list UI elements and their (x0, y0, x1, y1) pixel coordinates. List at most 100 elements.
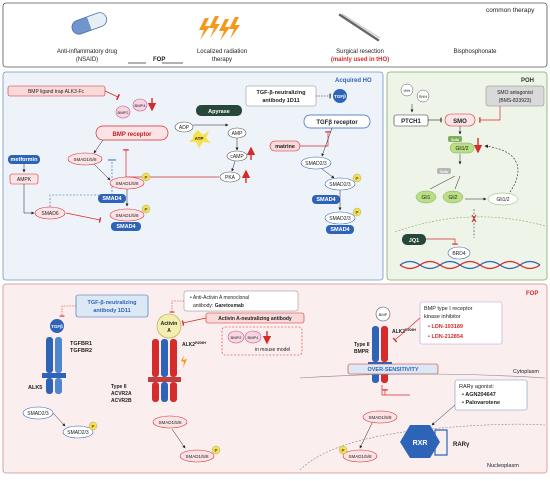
alk5-label: ALK5 (28, 385, 42, 391)
bmp-receptor (95, 125, 169, 141)
fop-p-text-3: P (341, 448, 344, 453)
rar-inhibit-line (381, 385, 410, 396)
shh-ligand (416, 89, 430, 103)
smad6-inhibit (65, 212, 102, 223)
fop-tgfb-text: TGFβ (51, 324, 63, 329)
gli1-text: Gli1 (422, 195, 431, 201)
dna-strand-1 (399, 260, 541, 270)
fop-smad158-text-3: SMAD1/5/8 (368, 415, 392, 420)
rarg-bracket (434, 429, 448, 456)
smo-antagonist-line1: SMO antagonist (497, 90, 533, 96)
smad158-text-2: SMAD1/5/8 (115, 181, 139, 186)
trap-inhibit (104, 90, 121, 101)
brd4-text: BRD4 (452, 251, 466, 257)
block-x (471, 214, 477, 223)
amp-text: AMP (232, 131, 244, 137)
fop-bmp2-text: BMP2 (231, 335, 243, 340)
gli12-text-1: Gli1/2 (455, 146, 468, 152)
p-text-2: P (144, 207, 147, 212)
fop-smad158-text-1: SMAD1/5/8 (158, 420, 182, 425)
ihh-text: IHH (404, 88, 411, 93)
fop-bmp-ligand (375, 306, 391, 322)
apyrase-box (196, 105, 242, 116)
atp-burst (189, 130, 211, 148)
poh-title: POH (521, 78, 534, 84)
fop-smad158-4 (342, 449, 378, 463)
tgfb-smad-arrow (321, 127, 333, 157)
camp-node (226, 150, 248, 162)
fop-smad158-3 (362, 410, 398, 424)
gli12-text-2: Gli1/2 (496, 197, 509, 203)
smad23-node-top-3 (324, 211, 356, 225)
ldn1-label: • LDN-193189 (428, 324, 463, 330)
type2-bmpr-line2: BMPR (354, 349, 369, 355)
palo-label: • Palovarotene (462, 400, 500, 406)
fop-smad23-text-2: SMAD2/3 (67, 430, 89, 436)
tgfb-ab-line2: antibody 1D11 (262, 98, 299, 104)
fop-smad23-2 (62, 425, 94, 439)
activin-mab-inhibit (169, 300, 184, 313)
mouse-model-box (221, 326, 303, 356)
fop-type2-line1: Type II (111, 384, 127, 390)
adp-node (174, 121, 194, 133)
nsaid-line-1: Anti-inflammatory drug (57, 49, 117, 55)
radiation-label-1: Localized radiation (197, 49, 247, 55)
p-text-4: P (355, 210, 358, 215)
ldn-inhibit (392, 317, 421, 343)
common-therapy-title: common therapy (486, 7, 535, 14)
smad23-text-top-3: SMAD2/3 (329, 216, 351, 222)
mouse-model-label: in mouse model (255, 347, 290, 353)
camp-pka-arrow (231, 160, 236, 172)
smo-antagonist-line2: (BMS-833923) (499, 98, 532, 104)
bmp4-ligand (132, 98, 148, 112)
ptch1-text: PTCH1 (401, 119, 421, 125)
apyrase-label: Apyrase (208, 109, 230, 115)
smad23-text-top-2: SMAD2/3 (329, 182, 351, 188)
tgfbr-receptor (42, 337, 66, 394)
fop-bmp4-ligand (244, 330, 262, 344)
fop-smad158-arrow-1 (171, 428, 186, 449)
bmp4-text: BMP4 (135, 103, 147, 108)
fop-bmp4-text: BMP4 (248, 335, 260, 340)
smad4-pill-3 (312, 195, 340, 204)
activin-line1: Activin (161, 321, 178, 327)
rar-agonist-arrow (431, 404, 456, 426)
common-therapy-panel (2, 2, 548, 68)
acquired-ho-panel (2, 71, 384, 281)
bmp-receptor-label: BMP receptor (113, 132, 153, 138)
gli12-node-2 (487, 192, 519, 206)
p-badge-2 (141, 204, 151, 214)
pka-node (219, 171, 241, 183)
bmp-inhib-line2: kinase inhibitor (424, 314, 461, 320)
rar-agonist-box (454, 379, 528, 411)
tgfb-receptor-top (303, 114, 371, 129)
smo-antagonist-box (485, 85, 545, 107)
radiation-label-2: therapy (212, 57, 232, 63)
bmp-inhib-line1: BMP type I receptor (424, 306, 473, 312)
tgfb-ligand-top (333, 89, 347, 103)
capsule-icon (71, 12, 108, 35)
acquired-ho-title: Acquired HO (335, 78, 372, 84)
jq1-inhibit (426, 238, 458, 245)
fop-p-badge-2 (211, 445, 221, 455)
receptor-smad-arrow (93, 139, 104, 154)
metformin-label: metformin (11, 157, 39, 163)
smad23-phospho-arrow (321, 168, 335, 179)
smad158-node-3 (109, 208, 145, 222)
p-badge-4 (352, 207, 362, 217)
smad-phospho-arrow (93, 163, 111, 181)
fop-p-text-1: P (91, 424, 94, 429)
brd4-node (447, 246, 471, 260)
surgery-label: Surgical resection (336, 49, 384, 55)
tgfb-receptor-label: TGFβ receptor (316, 120, 358, 126)
fop-tgfb-ligand (50, 319, 64, 333)
ptch1-box (393, 114, 429, 127)
poh-nuclear-membrane (394, 216, 546, 233)
camp-text: cAMP (230, 154, 244, 160)
tgfbr-line1: TGFBR1 (70, 341, 92, 347)
activin-receptor (148, 339, 187, 402)
fop-tgfb-ab-line2: antibody 1D11 (93, 308, 130, 314)
rxr-hexagon (400, 425, 440, 458)
